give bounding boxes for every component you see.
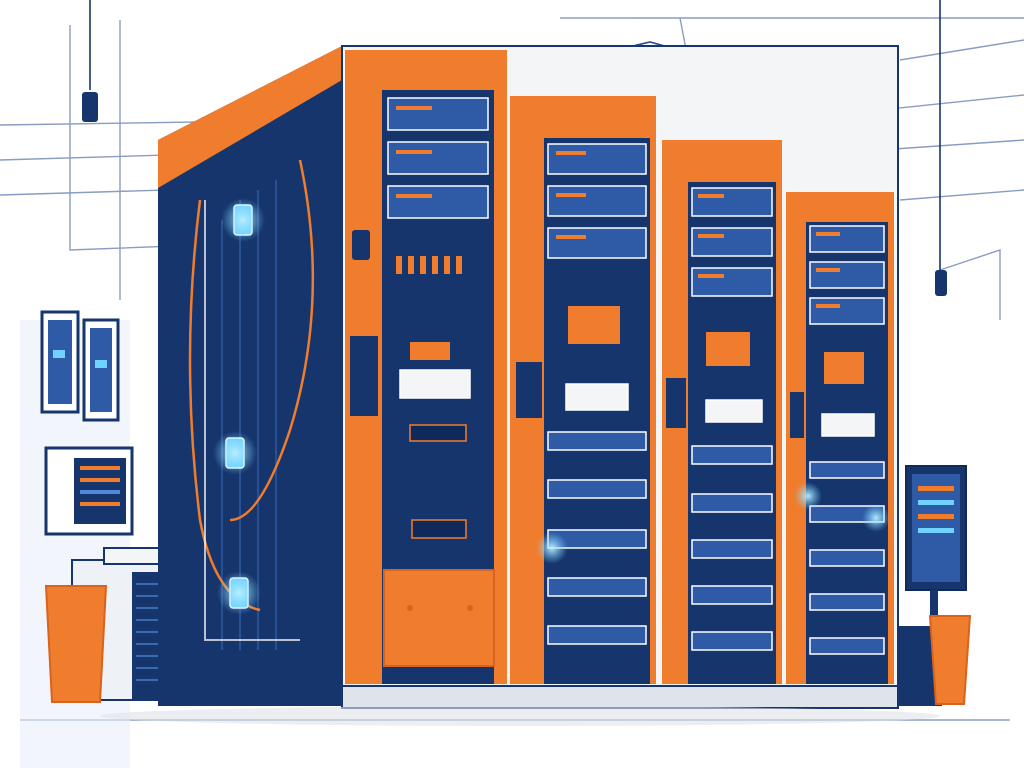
cabinet-4-drive-shelves bbox=[809, 461, 885, 655]
cabinet-1-lock bbox=[350, 336, 378, 416]
cabinet-3-display bbox=[706, 332, 750, 366]
cabinet-3-servers bbox=[691, 187, 773, 297]
cabinet-1-servers bbox=[387, 97, 489, 219]
glow-accents bbox=[536, 482, 890, 564]
cabinet-1-module bbox=[399, 369, 471, 399]
cable-tag-left bbox=[82, 92, 98, 122]
cable-tag-right bbox=[935, 270, 947, 296]
cable-lines bbox=[89, 0, 941, 270]
cabinet-base bbox=[341, 685, 899, 709]
cabinet-4-handle bbox=[790, 392, 804, 438]
cabinet-1-screw-right bbox=[467, 605, 473, 611]
cabinet-2-drive-shelves bbox=[547, 431, 647, 645]
white-cable bbox=[204, 200, 300, 641]
cabinet-2-display bbox=[568, 306, 620, 344]
cabinet-3-drive-shelves bbox=[691, 445, 773, 651]
cabinet-2-handle bbox=[516, 362, 542, 418]
side-glow-1 bbox=[221, 198, 265, 242]
cabinet-1-handle bbox=[352, 230, 370, 260]
orange-stand-right bbox=[928, 615, 972, 705]
cabinet-1-module-2 bbox=[409, 424, 467, 442]
cabinet-1-lower-panel bbox=[383, 569, 495, 667]
equipment-box-left bbox=[44, 446, 134, 536]
cabinet-side-top bbox=[158, 46, 342, 188]
main-cabinet bbox=[158, 46, 342, 706]
side-glow-3 bbox=[217, 571, 261, 615]
cabinet-3-handle bbox=[666, 378, 686, 428]
cabinet-2-module bbox=[565, 383, 629, 411]
orange-stand-left bbox=[44, 585, 108, 703]
wall-monitor-right bbox=[905, 465, 967, 620]
cabinet-3 bbox=[662, 140, 782, 684]
cabinet-1-screw-left bbox=[407, 605, 413, 611]
floor-shadow bbox=[100, 706, 940, 726]
cabinet-2 bbox=[510, 96, 656, 684]
cabinet-4-display bbox=[824, 352, 864, 384]
cabinet-2-servers bbox=[547, 143, 647, 259]
cabinet-1-display bbox=[410, 342, 450, 360]
cabinet-1 bbox=[345, 50, 507, 684]
cabinet-4 bbox=[786, 192, 894, 684]
cabinet-4-servers bbox=[809, 225, 885, 325]
cabinet-1-module-3 bbox=[411, 519, 467, 539]
side-glow-2 bbox=[213, 431, 257, 475]
cabinet-1-pins bbox=[396, 256, 462, 274]
cabinet-3-module bbox=[705, 399, 763, 423]
cabinet-4-module bbox=[821, 413, 875, 437]
